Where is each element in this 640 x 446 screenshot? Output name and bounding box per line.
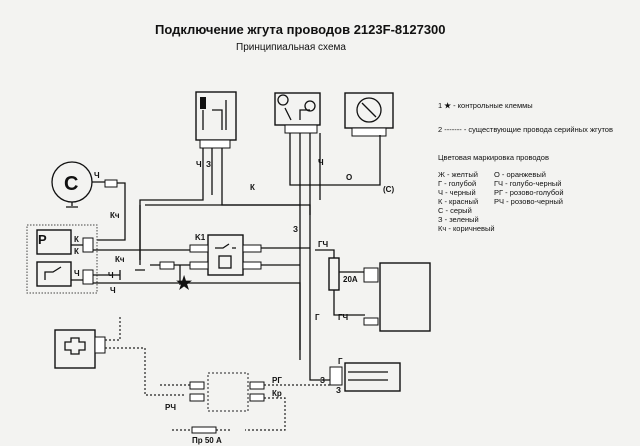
svg-text:К: К [74,247,79,256]
wire-label: Ч [318,158,324,167]
top-component-3-gauge [344,92,394,137]
relay-k1: K1 [189,233,310,276]
svg-text:З: З [320,376,325,385]
wire-label: Ч [196,160,202,169]
svg-text:ГЧ - голубо-черный: ГЧ - голубо-черный [494,179,561,188]
wire-label: О [346,173,352,182]
svg-text:З: З [336,386,341,395]
top-component-1 [195,91,237,149]
svg-text:Кр: Кр [272,389,282,398]
svg-text:Ч: Ч [94,171,100,180]
svg-text:Ч: Ч [108,271,114,280]
svg-text:Цветовая маркировка проводов: Цветовая маркировка проводов [438,153,549,162]
svg-text:К: К [74,235,79,244]
color-legend: Цветовая маркировка проводов Ж - желтый … [438,153,564,233]
svg-text:РГ: РГ [272,376,282,385]
wire-label: З [293,225,298,234]
svg-text:Кч - коричневый: Кч - коричневый [438,224,495,233]
svg-text:Кч: Кч [115,255,125,264]
svg-text:З - зеленый: З - зеленый [438,215,479,224]
svg-text:Ч - черный: Ч - черный [438,188,476,197]
svg-text:К - красный: К - красный [438,197,478,206]
svg-text:Ч: Ч [110,286,116,295]
svg-text:Г - голубой: Г - голубой [438,179,476,188]
svg-text:ГЧ: ГЧ [338,313,349,322]
svg-text:K1: K1 [195,233,206,242]
wire-label: (С) [383,185,394,194]
wire-label: К [250,183,255,192]
svg-text:P: P [38,232,47,247]
svg-text:Пр 50 А: Пр 50 А [192,436,222,445]
svg-text:О - оранжевый: О - оранжевый [494,170,546,179]
svg-text:РЧ: РЧ [165,403,176,412]
svg-text:Г: Г [338,357,343,366]
svg-text:С - серый: С - серый [438,206,472,215]
fan-motor [54,315,185,396]
top-component-2 [274,92,321,134]
svg-text:20A: 20A [343,275,358,284]
mounting-block [363,262,431,332]
svg-text:Г: Г [315,313,320,322]
svg-text:2 ------- - существующие прово: 2 ------- - существующие провода серийны… [438,125,613,134]
compressor: C Ч Кч [51,161,126,241]
svg-text:1 ★ - контрольные клеммы: 1 ★ - контрольные клеммы [438,101,533,110]
svg-text:Ж - желтый: Ж - желтый [438,170,478,179]
wire-label: З [206,160,211,169]
legend-notes: 1 ★ - контрольные клеммы 2 ------- - сущ… [438,101,613,134]
svg-text:РЧ - розово-черный: РЧ - розово-черный [494,197,563,206]
svg-text:Ч: Ч [74,269,80,278]
pressure-sensor: P К К Ч [26,224,98,294]
control-terminal-star-icon: ★ [176,273,193,293]
fan-controller: З З Г [320,357,401,395]
svg-text:РГ - розово-голубой: РГ - розово-голубой [494,188,564,197]
svg-text:ГЧ: ГЧ [318,240,329,249]
diagram-subtitle: Принципиальная схема [236,42,346,53]
fuse-20a: 20A [328,257,358,291]
svg-text:Кч: Кч [110,211,120,220]
diagram-title: Подключение жгута проводов 2123F-8127300 [155,22,446,37]
svg-text:C: C [64,173,78,195]
fan-relay: РГ Кр РЧ Пр 50 А [160,372,330,445]
